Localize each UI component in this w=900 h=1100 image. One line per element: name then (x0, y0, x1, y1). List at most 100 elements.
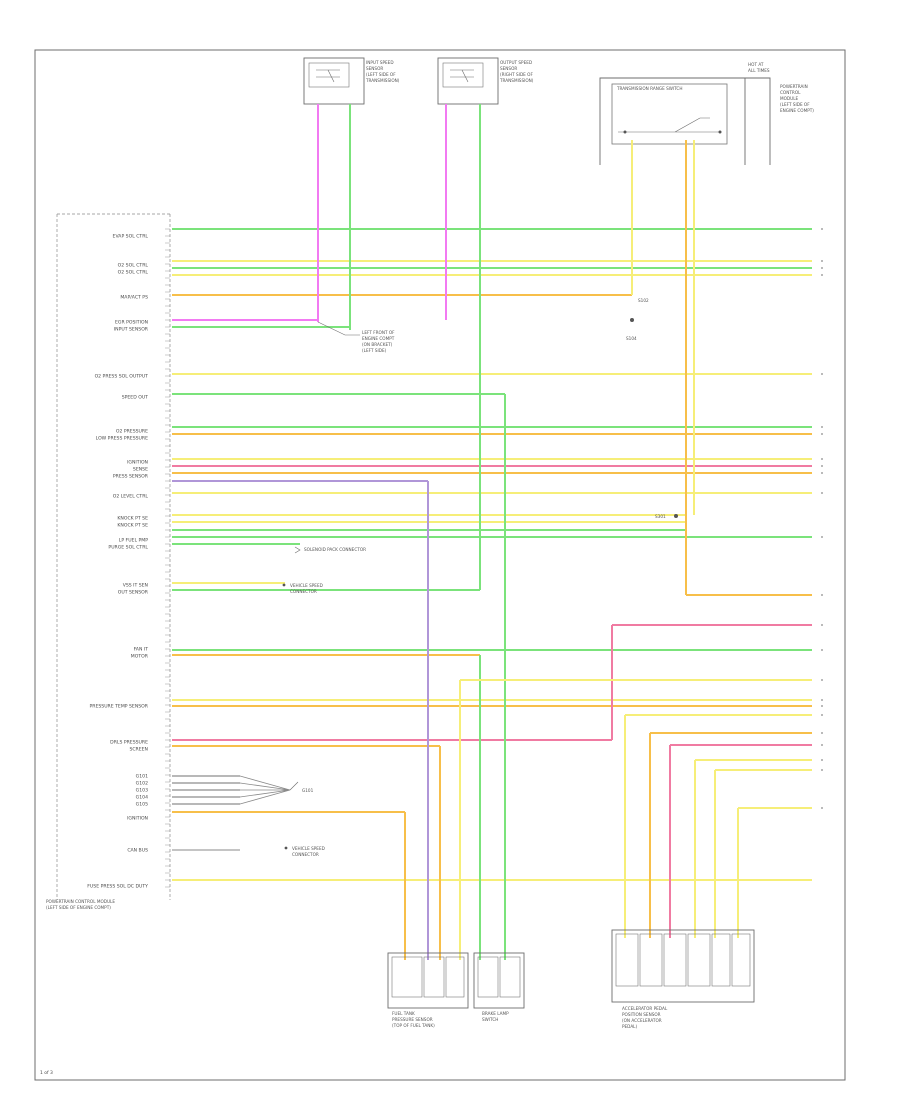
brake-lamp-switch: BRAKE LAMP SWITCH (473, 952, 525, 1022)
component-label: POSITION SENSOR (622, 1012, 661, 1017)
circuit-end-marker (821, 594, 823, 596)
pcm-pin-label: VSS IT SEN (123, 583, 148, 589)
annotation-text: VEHICLE SPEED (290, 583, 323, 588)
pcm-pin-label: MAP/ACT PS (120, 295, 148, 301)
circuit-end-marker (821, 699, 823, 701)
pcm-side-label: CONTROL (780, 90, 801, 95)
sensor-label: (LEFT SIDE OF (366, 72, 396, 77)
pcm-pin-label: INPUT SENSOR (114, 327, 149, 333)
annotation-text: ENGINE COMPT (362, 336, 395, 341)
component-label: (TOP OF FUEL TANK) (392, 1023, 435, 1028)
component-label: ACCELERATOR PEDAL (622, 1006, 668, 1011)
pcm-pin-label: O2 SOL CTRL (118, 270, 149, 276)
circuit-end-marker (821, 807, 823, 809)
hot-at-all-times: ALL TIMES (748, 68, 770, 73)
pcm-pin-label: LP FUEL PMP (119, 538, 148, 544)
annotation-text: (ON BRACKET) (362, 342, 393, 347)
sensor-label: (RIGHT SIDE OF (500, 72, 533, 77)
annotation-text: (LEFT SIDE) (362, 348, 387, 353)
vss-connector-note: VEHICLE SPEED CONNECTOR (282, 583, 323, 594)
pcm-pin-label: SPEED OUT (122, 395, 148, 401)
circuit-end-marker (821, 472, 823, 474)
fuel-tank-pressure-sensor: FUEL TANK PRESSURE SENSOR (TOP OF FUEL T… (387, 952, 469, 1028)
left-front-annotation: LEFT FRONT OF ENGINE COMPT (ON BRACKET) … (317, 321, 395, 353)
pcm-pin-label: SCREEN (129, 747, 148, 753)
pcm-pin-label: G105 (136, 802, 148, 808)
circuit-end-marker (821, 267, 823, 269)
pcm-pin-label: G102 (136, 781, 148, 787)
component-label: SWITCH (482, 1017, 498, 1022)
page-border (34, 49, 846, 1081)
ground-g101: G101 (239, 775, 314, 805)
pcm-pin-label: EGR POSITION (115, 320, 148, 326)
circuit-end-marker (821, 679, 823, 681)
pcm-pin-label: MOTOR (131, 654, 149, 660)
circuit-end-marker (821, 759, 823, 761)
pcm-pin-label: G104 (136, 795, 148, 801)
circuit-end-marker (821, 624, 823, 626)
pcm-pin-label: KNOCK PT SE (117, 516, 148, 522)
input-speed-sensor: INPUT SPEED SENSOR (LEFT SIDE OF TRANSMI… (303, 57, 400, 105)
switch-label: TRANSMISSION RANGE SWITCH (616, 86, 683, 91)
pcm-pin-label: PRESSURE TEMP SENSOR (90, 704, 149, 710)
pcm-pin-label: DRLS PRESSURE (110, 740, 148, 746)
solenoid-connector-note: SOLENOID PACK CONNECTOR (294, 546, 366, 554)
pcm-pin-label: EVAP SOL CTRL (113, 234, 149, 240)
pcm-pin-label: KNOCK PT SE (117, 523, 148, 529)
component-label: BRAKE LAMP (482, 1011, 509, 1016)
pcm-pin-label: CAN BUS (127, 848, 148, 854)
sensor-label: OUTPUT SPEED (500, 60, 532, 65)
circuit-end-marker (821, 465, 823, 467)
circuit-end-marker (821, 649, 823, 651)
annotation-text: VEHICLE SPEED (292, 846, 325, 851)
pcm-pin-ticks (165, 228, 170, 888)
component-label: PRESSURE SENSOR (392, 1017, 433, 1022)
circuit-end-marker (821, 744, 823, 746)
pcm-pin-label: FUSE PRESS SOL DC DUTY (87, 884, 148, 890)
pcm-pin-label: OUT SENSOR (118, 590, 149, 596)
circuit-end-marker (821, 228, 823, 230)
accelerator-pedal-position-sensor: ACCELERATOR PEDAL POSITION SENSOR (ON AC… (611, 929, 755, 1029)
pcm-boundary (56, 213, 170, 900)
output-speed-sensor: OUTPUT SPEED SENSOR (RIGHT SIDE OF TRANS… (437, 57, 534, 105)
splice-label: S102 (638, 298, 649, 303)
sensor-label: SENSOR (366, 66, 383, 71)
can-connector-note: VEHICLE SPEED CONNECTOR (284, 846, 325, 857)
pcm-pin-label: IGNITION (127, 460, 148, 466)
component-label: (ON ACCELERATOR (622, 1018, 662, 1023)
circuit-end-marker (821, 458, 823, 460)
sensor-label: TRANSMISSION) (365, 78, 400, 83)
pcm-caption: POWERTRAIN CONTROL MODULE (46, 899, 115, 904)
annotation-text: CONNECTOR (290, 589, 317, 594)
pcm-side-label: POWERTRAIN (780, 84, 808, 89)
circuit-end-marker (821, 705, 823, 707)
pcm-pin-label: PURGE SOL CTRL (108, 545, 148, 551)
splice-label: S301 (655, 514, 666, 519)
sensor-label: SENSOR (500, 66, 517, 71)
pcm-pin-label: O2 SOL CTRL (118, 263, 149, 269)
circuit-end-marker (821, 260, 823, 262)
pcm-pin-label: G103 (136, 788, 148, 794)
pcm-pin-label: SENSE (133, 467, 148, 473)
circuit-end-marker (821, 714, 823, 716)
horizontal-wires (172, 228, 812, 881)
pcm-caption: (LEFT SIDE OF ENGINE COMPT) (46, 905, 111, 910)
circuit-end-marker (821, 492, 823, 494)
sensor-label: INPUT SPEED (366, 60, 394, 65)
ground-label: G101 (302, 788, 314, 793)
pcm-side-label: ENGINE COMPT) (780, 108, 814, 113)
circuit-end-marker (821, 769, 823, 771)
splice-label: S104 (626, 336, 637, 341)
s301-splice: S301 (655, 514, 678, 519)
page-number: 1 of 3 (40, 1070, 53, 1076)
annotation-text: SOLENOID PACK CONNECTOR (304, 547, 366, 552)
pcm-pin-label: O2 PRESS SOL OUTPUT (95, 374, 149, 380)
s102-splice: S102 S104 (626, 298, 649, 341)
vertical-wires (317, 104, 823, 960)
pcm-pin-label: IGNITION (127, 816, 148, 822)
pcm-pin-label: FAN IT (134, 647, 149, 653)
circuit-end-marker (821, 536, 823, 538)
pcm-pin-label: LOW PRESS PRESSURE (96, 436, 148, 442)
